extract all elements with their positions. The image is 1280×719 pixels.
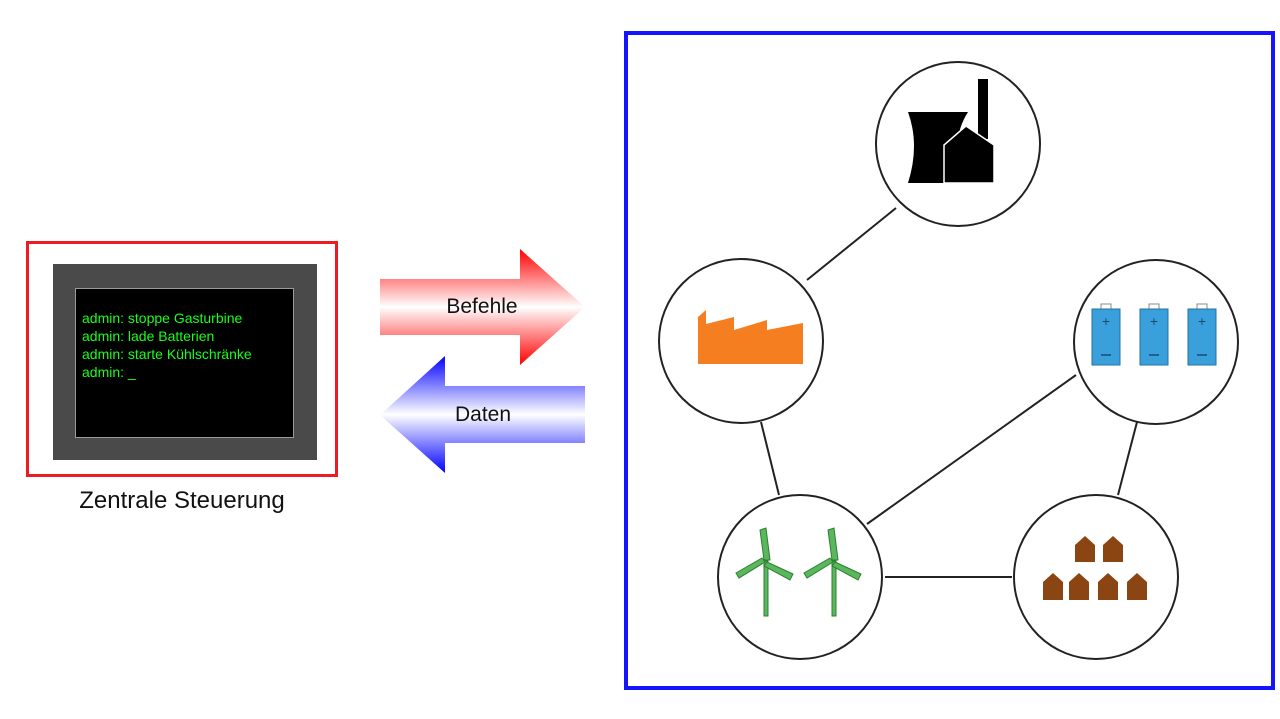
node-houses <box>1013 494 1179 660</box>
svg-text:+: + <box>1102 313 1110 329</box>
energy-network-frame <box>624 31 1275 690</box>
terminal-screen: admin: stoppe Gasturbine admin: lade Bat… <box>75 288 294 438</box>
arrows-graphic <box>380 249 585 473</box>
commands-arrow <box>380 249 585 365</box>
terminal-line: admin: stoppe Gasturbine <box>82 310 243 326</box>
factory-icon <box>698 310 803 364</box>
node-wind-turbines <box>717 494 883 660</box>
link-gasturbine-factory <box>806 207 897 281</box>
terminal-line: admin: lade Batterien <box>82 328 215 344</box>
link-factory-wind <box>760 421 780 496</box>
node-factory <box>658 258 824 424</box>
commands-arrow-label: Befehle <box>446 295 518 318</box>
wind-turbine-icon <box>735 527 862 617</box>
central-control-caption: Zentrale Steuerung <box>79 487 285 514</box>
power-plant-icon <box>908 79 995 184</box>
link-batteries-houses <box>1117 421 1138 496</box>
central-control-frame: admin: stoppe Gasturbine admin: lade Bat… <box>26 241 338 477</box>
data-arrow-label: Daten <box>454 403 512 426</box>
link-batteries-wind <box>866 374 1077 525</box>
battery-icon: + + + <box>1091 303 1217 366</box>
node-batteries: + + + <box>1073 259 1239 425</box>
houses-icon <box>1043 536 1147 600</box>
terminal-line: admin: _ <box>82 364 136 380</box>
data-arrow <box>380 356 585 473</box>
node-gas-turbine <box>875 61 1041 227</box>
terminal-line: admin: starte Kühlschränke <box>82 346 252 362</box>
monitor: admin: stoppe Gasturbine admin: lade Bat… <box>53 264 317 460</box>
svg-text:+: + <box>1198 313 1206 329</box>
svg-text:+: + <box>1150 313 1158 329</box>
